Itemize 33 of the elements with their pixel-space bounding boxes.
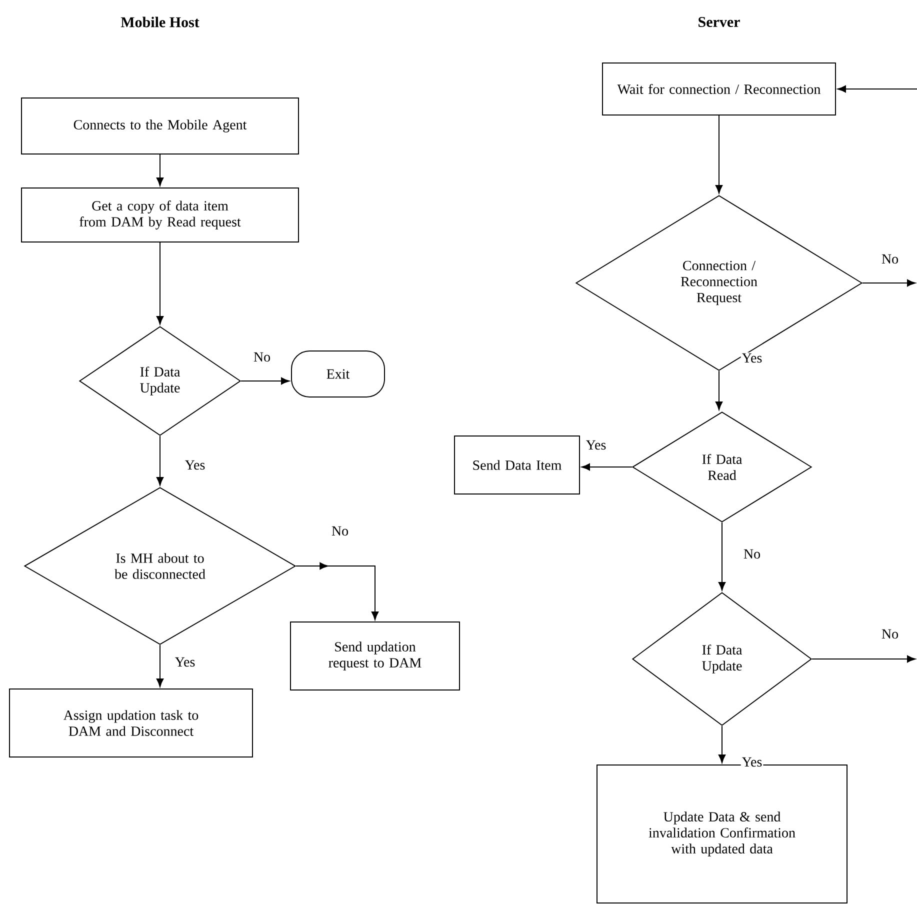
edge-label: No	[742, 548, 762, 560]
arrow	[156, 436, 164, 486]
arrow	[240, 377, 290, 385]
edge-label: Yes	[740, 352, 764, 364]
process-box: Send updation request to DAM	[290, 622, 460, 690]
edge-label: Yes	[584, 439, 608, 451]
arrow	[837, 85, 917, 93]
arrow	[718, 726, 726, 764]
arrow	[715, 370, 723, 410]
arrow	[862, 279, 916, 287]
process-box: Send Data Item	[454, 436, 580, 494]
arrow	[156, 644, 164, 688]
arrow	[812, 655, 916, 663]
arrow	[718, 522, 726, 591]
column-heading: Server	[698, 16, 740, 28]
arrow	[156, 154, 164, 186]
process-box: Get a copy of data item from DAM by Read request	[21, 188, 299, 242]
arrow	[156, 242, 164, 325]
edge-label: Yes	[184, 459, 206, 471]
edge-label: Yes	[740, 756, 764, 768]
process-box: Connects to the Mobile Agent	[21, 98, 299, 154]
process-box: Wait for connection / Reconnection	[602, 62, 836, 116]
edge-label: Yes	[174, 656, 196, 668]
column-heading: Mobile Host	[120, 16, 200, 28]
terminal-box: Exit	[291, 350, 385, 398]
edge-label: No	[880, 253, 900, 265]
edge-label: No	[330, 525, 350, 537]
process-box: Assign updation task to DAM and Disconnect	[9, 688, 253, 758]
arrow	[581, 463, 632, 471]
edge-label: No	[252, 351, 272, 363]
arrow	[296, 562, 379, 620]
edge-label: No	[880, 628, 900, 640]
arrow	[715, 115, 723, 194]
